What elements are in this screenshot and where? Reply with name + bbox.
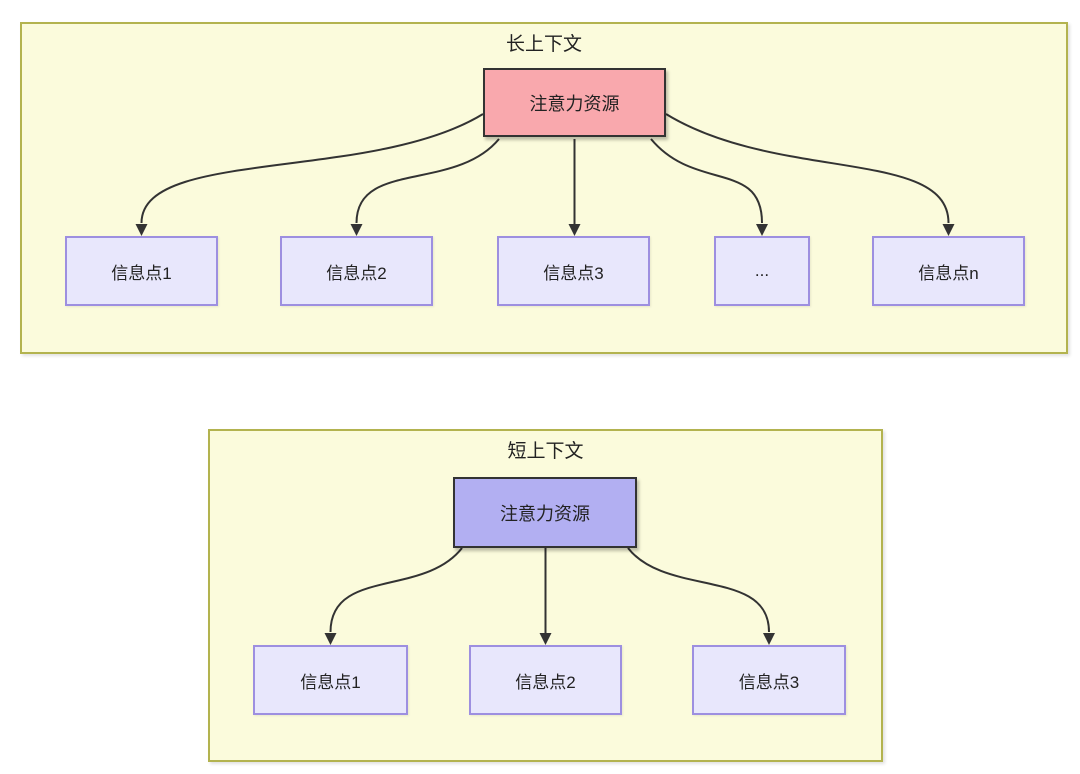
info-box-short-2: 信息点2	[469, 645, 622, 715]
info-box-long-1: 信息点1	[65, 236, 218, 306]
info-label: 信息点1	[111, 263, 172, 283]
attention-label-short: 注意力资源	[500, 503, 590, 524]
attention-box-short: 注意力资源	[453, 477, 637, 548]
short-context-title: 短上下文	[507, 441, 584, 462]
info-box-long-ellipsis: ...	[714, 236, 810, 306]
info-box-long-3: 信息点3	[497, 236, 650, 306]
info-label: 信息点2	[326, 263, 387, 283]
info-box-short-3: 信息点3	[692, 645, 846, 715]
info-box-short-1: 信息点1	[253, 645, 408, 715]
info-label: 信息点1	[300, 672, 361, 692]
info-label: ...	[754, 261, 770, 280]
info-label: 信息点2	[515, 672, 576, 692]
info-label: 信息点n	[918, 263, 979, 283]
info-label: 信息点3	[738, 672, 800, 692]
attention-box-long: 注意力资源	[483, 68, 666, 137]
long-context-title: 长上下文	[505, 34, 582, 55]
info-box-long-2: 信息点2	[280, 236, 433, 306]
attention-label-long: 注意力资源	[529, 93, 620, 114]
info-box-long-n: 信息点n	[872, 236, 1025, 306]
info-label: 信息点3	[543, 263, 604, 283]
